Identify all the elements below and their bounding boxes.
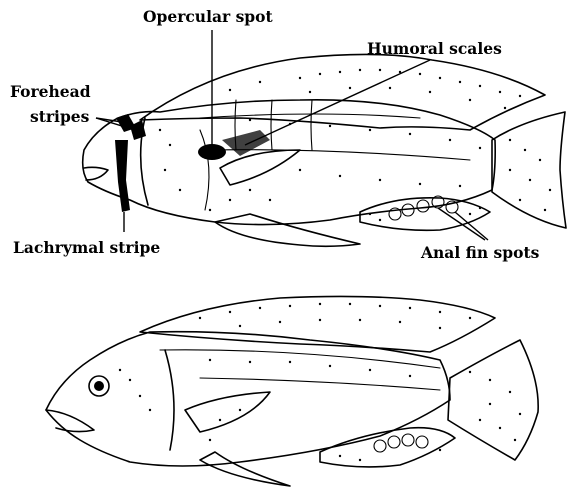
humoral-scales-leader <box>245 60 430 145</box>
bottom-fish-dorsal-fin <box>140 296 495 352</box>
label-humoral-scales: Humoral scales <box>367 39 502 58</box>
top-fish <box>83 54 566 246</box>
label-forehead-stripes-line2: stripes <box>30 107 90 126</box>
top-fish-lachrymal-stripe <box>115 140 130 212</box>
bottom-fish-anal-spot-3 <box>402 434 414 446</box>
label-opercular-spot: Opercular spot <box>143 7 273 26</box>
bottom-fish-pectoral-fin <box>185 392 270 432</box>
top-fish-caudal-fin <box>492 112 566 228</box>
top-fish-humoral-scales <box>222 130 270 156</box>
top-fish-operculum-edge <box>200 130 209 210</box>
bottom-fish-lateral-line <box>160 350 440 368</box>
label-lachrymal-stripe: Lachrymal stripe <box>13 238 160 257</box>
top-fish-mouth <box>84 167 108 180</box>
bottom-fish-anal-spot-2 <box>388 436 400 448</box>
top-fish-bar-2 <box>271 100 272 150</box>
bottom-fish-lateral-line-lower <box>200 378 440 390</box>
top-fish-bar-3 <box>311 100 312 150</box>
label-anal-fin-spots: Anal fin spots <box>420 243 540 262</box>
top-fish-pectoral-fin <box>220 150 300 185</box>
top-fish-bar-1 <box>235 100 236 150</box>
bottom-fish-anal-spot-1 <box>374 440 386 452</box>
top-fish-anal-spot-3 <box>417 200 429 212</box>
bottom-fish-operculum <box>165 350 174 450</box>
anal-fin-spots-leader-1 <box>438 208 485 240</box>
bottom-fish <box>46 296 538 486</box>
bottom-fish-anal-spot-4 <box>416 436 428 448</box>
bottom-fish-pupil <box>94 381 104 391</box>
label-forehead-stripes-line1: Forehead <box>10 82 91 101</box>
top-fish-dorsal-fin <box>140 54 545 130</box>
bottom-fish-mouth <box>46 410 94 432</box>
bottom-fish-caudal-fin <box>448 340 538 460</box>
top-fish-lateral-line-lower <box>210 150 470 160</box>
